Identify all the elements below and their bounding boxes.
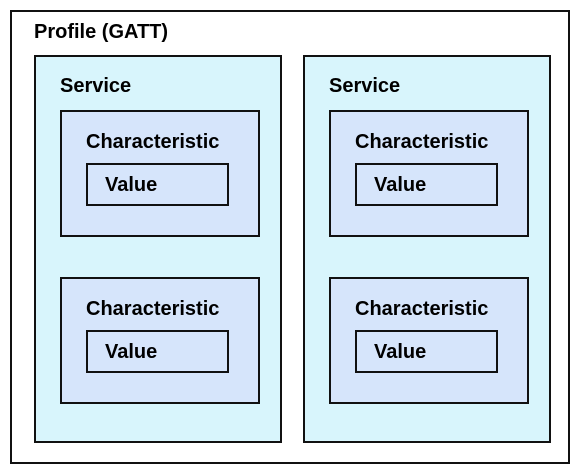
service-box-right: Service Characteristic Value Characteris… [303,55,551,443]
value-box: Value [355,163,498,206]
characteristic-box: Characteristic Value [329,110,529,237]
characteristic-title: Characteristic [355,298,489,320]
profile-box: Profile (GATT) Service Characteristic Va… [10,10,570,464]
value-box: Value [355,330,498,373]
characteristic-title: Characteristic [86,298,220,320]
characteristic-box: Characteristic Value [60,110,260,237]
characteristic-title: Characteristic [86,131,220,153]
value-box: Value [86,330,229,373]
value-box: Value [86,163,229,206]
characteristic-title: Characteristic [355,131,489,153]
service-box-left: Service Characteristic Value Characteris… [34,55,282,443]
characteristic-box: Characteristic Value [60,277,260,404]
value-label: Value [374,341,427,363]
value-label: Value [105,341,158,363]
service-title: Service [60,75,132,97]
profile-title: Profile (GATT) [34,21,169,43]
value-label: Value [105,174,158,196]
service-title: Service [329,75,401,97]
characteristic-box: Characteristic Value [329,277,529,404]
value-label: Value [374,174,427,196]
